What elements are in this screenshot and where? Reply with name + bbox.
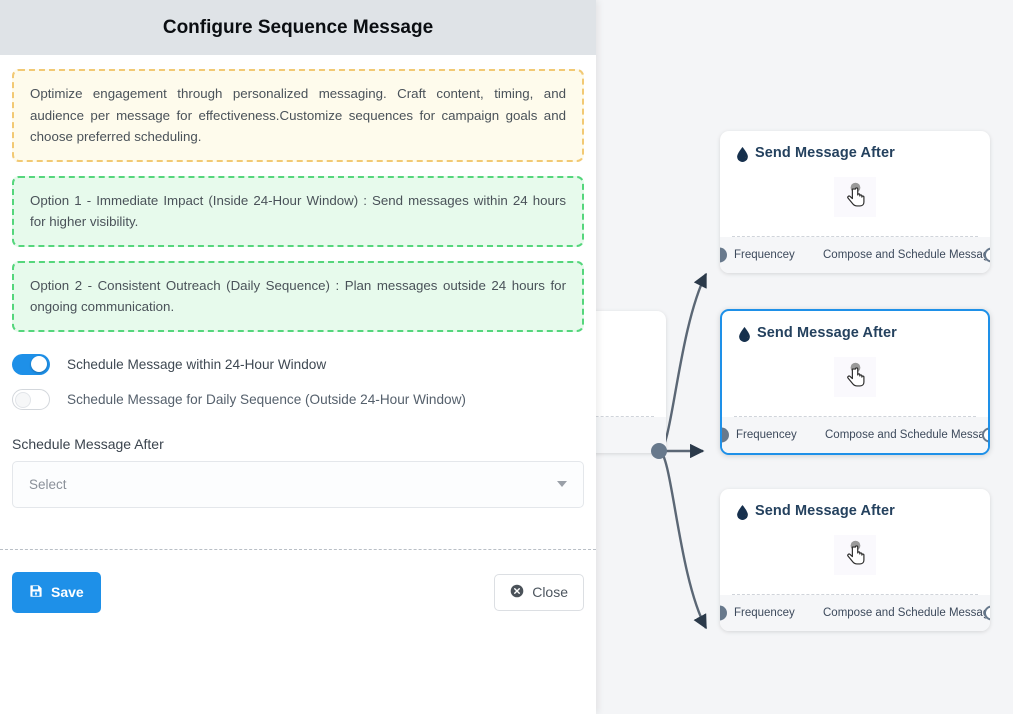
node-footer-frequency-label: Frequencey: [734, 607, 795, 619]
node-footer-frequency-label: Frequencey: [736, 429, 797, 441]
pointing-hand-cursor-icon: [834, 177, 876, 217]
cancel-button-label: Close: [532, 584, 568, 600]
node-title-text: Send Message After: [757, 325, 897, 341]
node-input-handle[interactable]: [722, 427, 729, 443]
node-divider: [732, 236, 978, 237]
node-divider: [732, 594, 978, 595]
source-output-handle[interactable]: [651, 443, 667, 459]
option-2-note: Option 2 - Consistent Outreach (Daily Se…: [12, 260, 584, 332]
cancel-button[interactable]: Close: [494, 573, 584, 611]
node-input-handle[interactable]: [720, 605, 727, 621]
node-title-text: Send Message After: [755, 503, 895, 519]
node-footer: Frequencey Compose and Schedule Message: [722, 417, 988, 453]
node-footer-frequency-label: Frequencey: [734, 249, 795, 261]
modal-header: Configure Sequence Message: [0, 0, 596, 55]
info-note: Optimize engagement through personalized…: [12, 69, 584, 162]
toggle-row-daily-sequence[interactable]: Schedule Message for Daily Sequence (Out…: [12, 388, 584, 410]
node-title-row: Send Message After: [736, 145, 974, 162]
node-footer: Frequencey Compose and Schedule Message: [720, 595, 990, 631]
toggle-daily-sequence-label: Schedule Message for Daily Sequence (Out…: [67, 391, 466, 407]
circle-x-icon: [510, 584, 524, 601]
node-title-text: Send Message After: [755, 145, 895, 161]
node-body: Send Message After: [722, 311, 988, 416]
edge-to-node-3: [658, 449, 708, 630]
modal-footer: Save Close: [0, 567, 596, 617]
node-divider: [734, 416, 976, 417]
node-body: Send Message After: [720, 489, 990, 594]
save-button[interactable]: Save: [12, 571, 101, 613]
toggle-knob: [15, 392, 31, 409]
node-title-row: Send Message After: [736, 503, 974, 520]
schedule-after-value: Select: [29, 476, 67, 492]
node-footer-compose-label: Compose and Schedule Message: [823, 607, 990, 619]
node-footer: Frequencey Compose and Schedule Message: [720, 237, 990, 273]
chevron-down-icon: [557, 481, 567, 488]
page-title: Configure Sequence Message: [162, 16, 434, 38]
modal-body: Optimize engagement through personalized…: [0, 69, 596, 508]
schedule-after-select[interactable]: Select: [12, 460, 584, 508]
toggle-knob: [31, 356, 47, 373]
toggle-within-24h-label: Schedule Message within 24-Hour Window: [67, 356, 327, 372]
node-title-row: Send Message After: [738, 325, 972, 342]
footer-divider: [0, 549, 596, 550]
node-input-handle[interactable]: [720, 247, 727, 263]
node-footer-compose-label: Compose and Schedule Message: [825, 429, 990, 441]
edge-to-node-1: [658, 272, 708, 453]
flow-node-2[interactable]: Send Message After Frequencey Compose an…: [720, 309, 990, 455]
flow-node-3[interactable]: Send Message After Frequencey Compose an…: [720, 489, 990, 631]
node-body: Send Message After: [720, 131, 990, 236]
configure-sequence-modal: Configure Sequence Message Optimize enga…: [0, 0, 596, 714]
water-drop-icon: [736, 504, 749, 520]
node-output-handle[interactable]: [984, 605, 990, 621]
option-1-note: Option 1 - Immediate Impact (Inside 24-H…: [12, 175, 584, 247]
schedule-after-label: Schedule Message After: [12, 435, 164, 452]
node-output-handle[interactable]: [984, 247, 990, 263]
node-footer-compose-label: Compose and Schedule Message: [823, 249, 990, 261]
node-output-handle[interactable]: [982, 427, 988, 443]
water-drop-icon: [736, 146, 749, 162]
toggle-row-within-24h[interactable]: Schedule Message within 24-Hour Window: [12, 353, 584, 375]
pointing-hand-cursor-icon: [834, 535, 876, 575]
flow-node-1[interactable]: Send Message After Frequencey Compose an…: [720, 131, 990, 273]
floppy-disk-icon: [29, 584, 43, 601]
save-button-label: Save: [51, 584, 84, 600]
pointing-hand-cursor-icon: [834, 357, 876, 397]
toggle-within-24h[interactable]: [12, 353, 50, 375]
toggle-daily-sequence[interactable]: [12, 388, 50, 410]
water-drop-icon: [738, 326, 751, 342]
